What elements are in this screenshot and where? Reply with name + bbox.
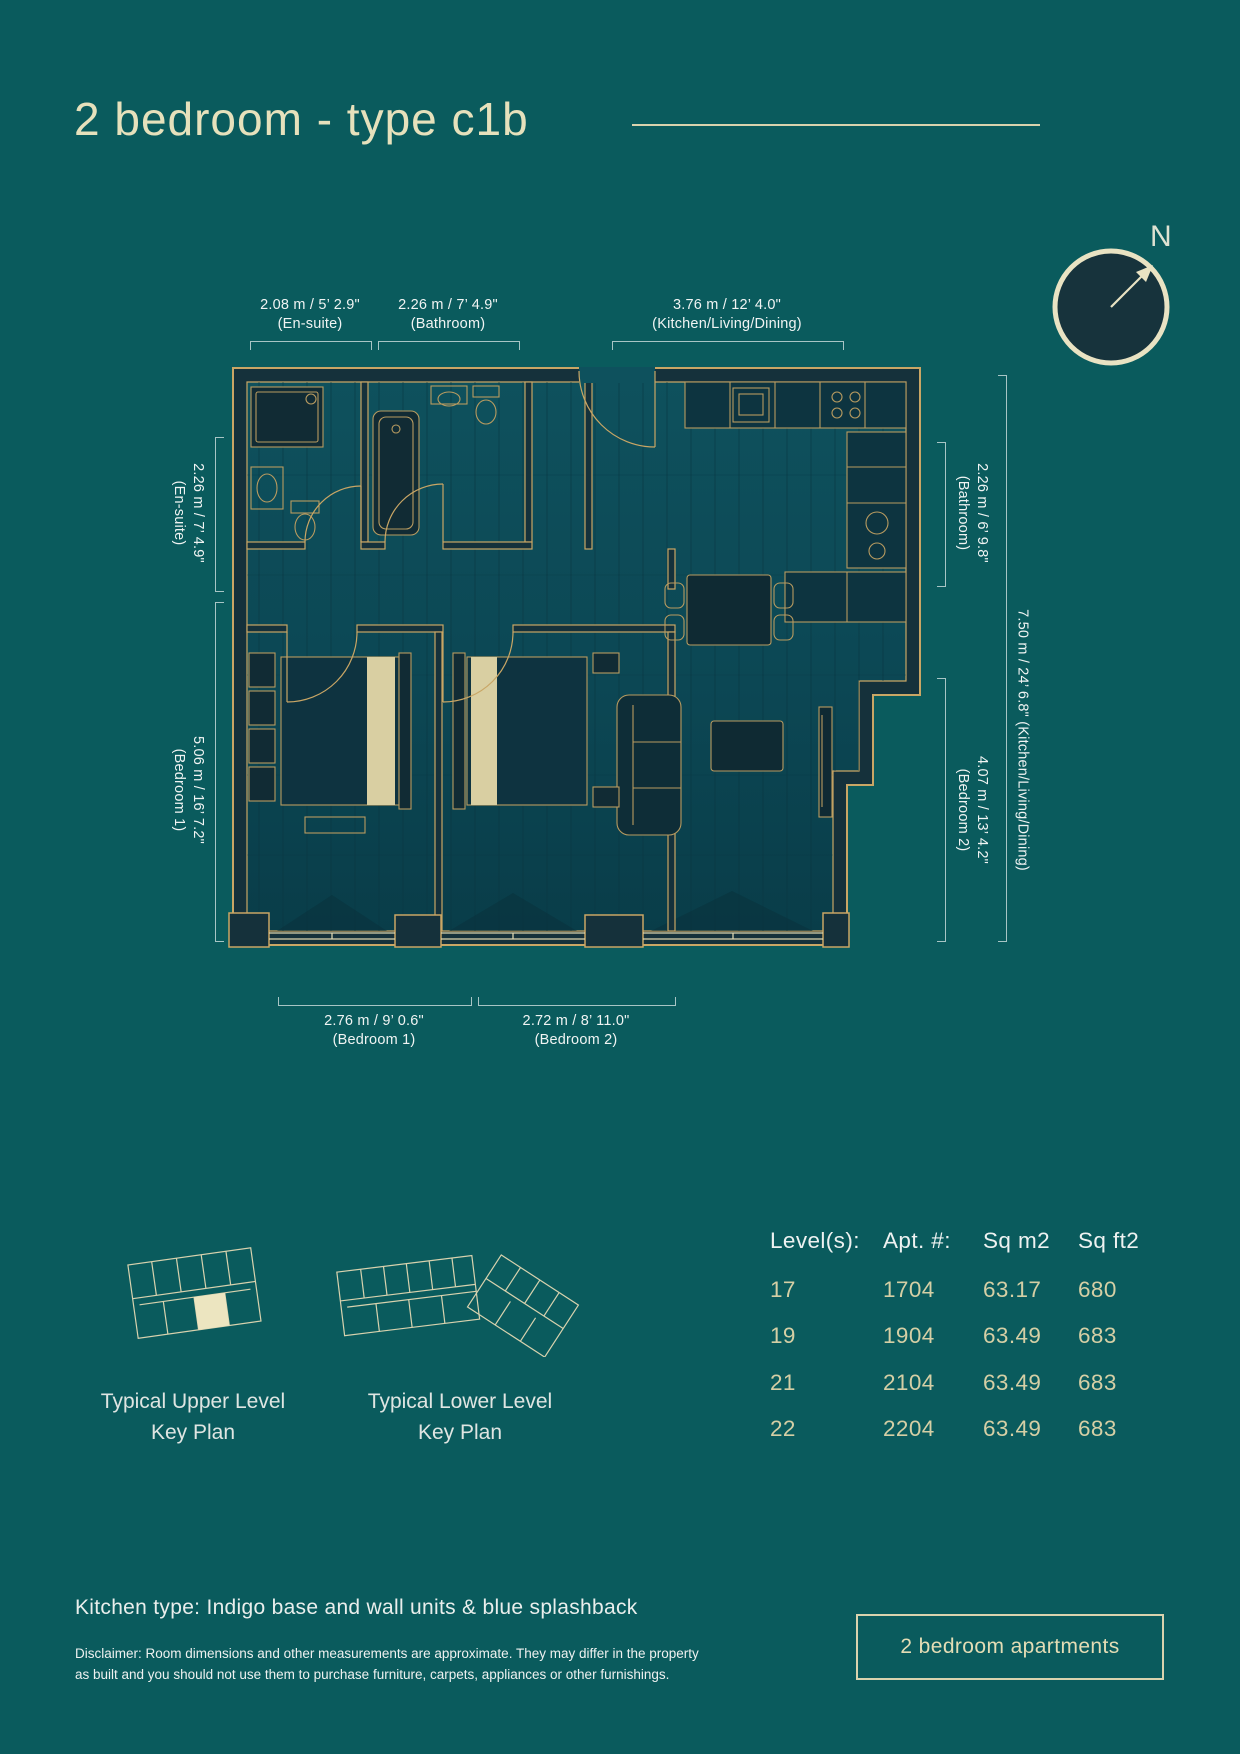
- header-cell: Apt. #:: [883, 1228, 951, 1253]
- dim-bracket-bottom-bedroom2: [478, 997, 676, 1006]
- header-cell: Level(s):: [770, 1228, 860, 1253]
- disclaimer-line: as built and you should not use them to …: [75, 1667, 670, 1682]
- table-cell: 63.17: [983, 1276, 1042, 1302]
- units-table: Level(s): Apt. #: Sq m2 Sq ft2 17 1704 6…: [770, 1228, 1158, 1463]
- table-row: 19 1904 63.49 683: [770, 1323, 1158, 1370]
- dim-label-top-kitchen: 3.76 m / 12’ 4.0" (Kitchen/Living/Dining…: [652, 297, 802, 332]
- disclaimer-line: Disclaimer: Room dimensions and other me…: [75, 1646, 699, 1661]
- page-title: 2 bedroom - type c1b: [74, 93, 529, 145]
- table-cell: 17: [770, 1276, 796, 1302]
- table-row: 17 1704 63.17 680: [770, 1277, 1158, 1324]
- north-label: N: [1150, 220, 1172, 253]
- dim-label-right-bathroom: 2.26 m / 6’ 9.8" (Bathroom): [955, 463, 990, 563]
- disclaimer: Disclaimer: Room dimensions and other me…: [75, 1643, 699, 1685]
- dim-label-top-bathroom: 2.26 m / 7’ 4.9" (Bathroom): [398, 297, 498, 332]
- dim-label-left-ensuite: 2.26 m / 7’ 4.9" (En-suite): [171, 463, 206, 563]
- table-cell: 2204: [883, 1416, 935, 1441]
- table-cell: 2104: [883, 1369, 935, 1395]
- key-plan-upper-label: Typical Upper Level Key Plan: [100, 1390, 286, 1444]
- dim-label-top-ensuite: 2.08 m / 5’ 2.9" (En-suite): [260, 297, 360, 332]
- table-cell: 21: [770, 1369, 796, 1395]
- dim-bracket-right-kld: [998, 375, 1007, 942]
- kitchen-type-note: Kitchen type: Indigo base and wall units…: [75, 1596, 638, 1619]
- dim-label-left-bedroom1: 5.06 m / 16’ 7.2" (Bedroom 1): [171, 736, 206, 844]
- key-plan-lower-icon: [330, 1232, 590, 1358]
- table-cell: 63.49: [983, 1416, 1042, 1441]
- dim-label-bottom-bedroom2: 2.72 m / 8’ 11.0" (Bedroom 2): [522, 1013, 630, 1048]
- table-cell: 1904: [883, 1323, 935, 1348]
- table-row: 22 2204 63.49 683: [770, 1416, 1158, 1463]
- dim-label-bottom-bedroom1: 2.76 m / 9’ 0.6" (Bedroom 1): [324, 1013, 424, 1048]
- key-plan-lower-label: Typical Lower Level Key Plan: [367, 1390, 553, 1444]
- table-cell: 19: [770, 1323, 796, 1348]
- key-plan-upper-icon: [115, 1242, 275, 1352]
- dim-bracket-left-ensuite: [215, 437, 224, 592]
- dim-bracket-right-bathroom: [937, 442, 946, 587]
- table-cell: 683: [1078, 1369, 1117, 1395]
- dim-bracket-right-bedroom2: [937, 678, 946, 942]
- table-cell: 63.49: [983, 1323, 1042, 1348]
- dim-label-right-kld: 7.50 m / 24’ 6.8" (Kitchen/Living/Dining…: [1014, 609, 1031, 871]
- table-cell: 683: [1078, 1416, 1117, 1441]
- dim-label-right-bedroom2: 4.07 m / 13’ 4.2" (Bedroom 2): [955, 756, 990, 864]
- dim-bracket-top-ensuite: [250, 341, 372, 350]
- title-rule: [632, 124, 1040, 126]
- category-badge: 2 bedroom apartments: [856, 1614, 1164, 1680]
- table-cell: 1704: [883, 1276, 935, 1302]
- header-cell: Sq m2: [983, 1228, 1051, 1253]
- table-cell: 63.49: [983, 1369, 1042, 1395]
- dim-bracket-top-bathroom: [378, 341, 520, 350]
- dim-bracket-left-bedroom1: [215, 602, 224, 942]
- floor-plan: [225, 355, 925, 995]
- compass-icon: [1044, 238, 1194, 383]
- table-header-row: Level(s): Apt. #: Sq m2 Sq ft2: [770, 1228, 1158, 1275]
- table-cell: 680: [1078, 1276, 1117, 1302]
- header-cell: Sq ft2: [1078, 1228, 1140, 1253]
- table-cell: 683: [1078, 1323, 1117, 1348]
- dim-bracket-top-kitchen: [612, 341, 844, 350]
- dim-bracket-bottom-bedroom1: [278, 997, 472, 1006]
- table-cell: 22: [770, 1416, 796, 1441]
- table-row: 21 2104 63.49 683: [770, 1370, 1158, 1417]
